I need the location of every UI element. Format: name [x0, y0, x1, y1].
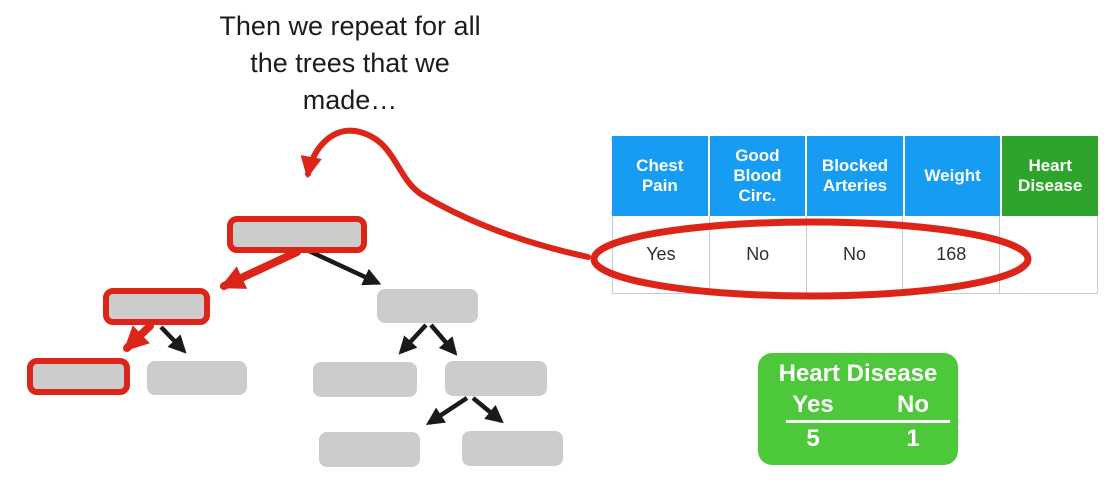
- vote-count-yes: 5: [806, 425, 820, 452]
- edge-left-to-leaf-lm: [159, 325, 187, 354]
- col-header-blocked-arteries: Blocked Arteries: [807, 136, 903, 216]
- tree-node-split-right: [377, 289, 478, 323]
- tree-node-root: [227, 216, 367, 253]
- vote-label-no: No: [897, 391, 929, 418]
- vote-tally-box: Heart Disease Yes No 5 1: [758, 353, 958, 465]
- slide-title-line-1: Then we repeat for all: [219, 11, 481, 41]
- vote-tally-title: Heart Disease: [778, 360, 938, 387]
- tree-node-leaf-rl: [313, 362, 417, 397]
- cell-chest-pain: Yes: [613, 216, 710, 293]
- edge-right-to-leaf-rl: [398, 323, 428, 355]
- cell-good-blood-circ: No: [710, 216, 807, 293]
- edge-rr-to-leaf-bl: [425, 396, 469, 425]
- tree-node-leaf-bl: [319, 432, 420, 467]
- cell-heart-disease: [1000, 216, 1097, 293]
- tree-node-leaf-br: [462, 431, 563, 466]
- edge-root-to-right: [308, 248, 382, 286]
- table-header-row: Chest Pain Good Blood Circ. Blocked Arte…: [612, 136, 1098, 216]
- tree-node-split-rr: [445, 361, 547, 396]
- tree-node-leaf-ll: [27, 358, 130, 395]
- tree-node-split-left: [103, 288, 210, 325]
- edge-left-to-leaf-ll-highlighted: [123, 322, 154, 352]
- col-header-good-blood-circ: Good Blood Circ.: [709, 136, 806, 216]
- tree-node-leaf-lm: [147, 361, 247, 395]
- edge-rr-to-leaf-br: [471, 396, 504, 424]
- data-table: Chest Pain Good Blood Circ. Blocked Arte…: [612, 136, 1098, 294]
- vote-tally-grid: Yes No 5 1: [758, 390, 958, 453]
- repeat-arrow: [300, 127, 591, 260]
- cell-blocked-arteries: No: [807, 216, 904, 293]
- col-header-weight: Weight: [904, 136, 1001, 216]
- slide-title-line-2: the trees that we: [250, 48, 450, 78]
- edge-root-to-left-highlighted: [219, 248, 301, 290]
- col-header-heart-disease: Heart Disease: [1002, 136, 1098, 216]
- slide-title: Then we repeat for all the trees that we…: [173, 8, 527, 119]
- table-row: Yes No No 168: [612, 216, 1098, 294]
- cell-weight: 168: [903, 216, 1001, 293]
- col-header-chest-pain: Chest Pain: [612, 136, 708, 216]
- vote-count-no: 1: [906, 425, 920, 452]
- slide-title-line-3: made…: [302, 85, 398, 115]
- vote-tally-divider: [786, 420, 950, 423]
- edge-right-to-split-rr: [429, 323, 458, 356]
- vote-label-yes: Yes: [792, 391, 834, 418]
